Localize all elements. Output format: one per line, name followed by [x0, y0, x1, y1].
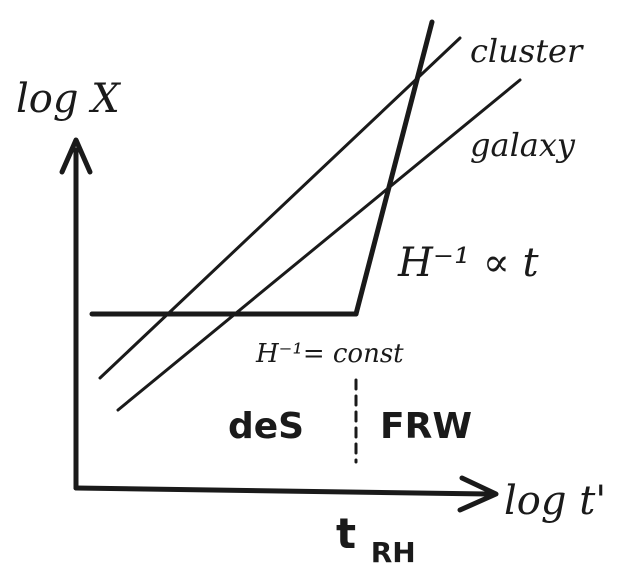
horizon-growing-line [353, 19, 435, 317]
transition-time-subscript: RH [371, 536, 416, 569]
de-sitter-label: deS [228, 406, 304, 447]
frw-label: FRW [380, 406, 472, 447]
transition-time-symbol: t [336, 509, 356, 558]
y-axis-label: log X [16, 76, 121, 122]
galaxy-line [116, 78, 522, 412]
x-axis-arrowhead [457, 475, 499, 513]
transition-time-label: t RH [336, 509, 416, 569]
horizon-growing-label: H⁻¹ ∝ t [397, 240, 540, 286]
cluster-label: cluster [470, 32, 584, 70]
galaxy-label: galaxy [470, 126, 576, 164]
cluster-line [98, 36, 462, 380]
horizon-constant-label: H⁻¹= const [255, 339, 404, 369]
y-axis-arrowhead [59, 137, 93, 175]
x-axis-label: log t' [504, 478, 606, 524]
x-axis-line [73, 485, 491, 497]
